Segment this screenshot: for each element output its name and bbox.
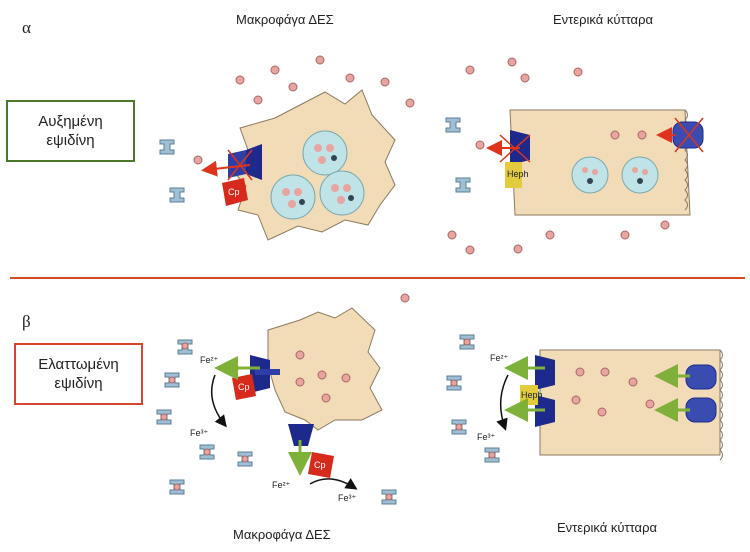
ferritin-granule-a1 (302, 130, 348, 176)
hepcidin-a3 (445, 117, 461, 133)
hephaestin-a (505, 162, 522, 188)
panel-b-condition-box: Ελαττωμένη εψιδίνη (14, 343, 143, 405)
ferritin-granule-a5 (621, 156, 659, 194)
hephaestin-label-a: Heph (507, 169, 529, 179)
ferroportin-b2 (288, 424, 314, 446)
ferroportin-b3 (535, 355, 555, 390)
hepcidin-a4 (455, 177, 471, 193)
panel-b-condition-line2: εψιδίνη (54, 375, 103, 392)
panel-a-macrophage-title: Μακροφάγα ΔΕΣ (236, 12, 334, 27)
panel-b-condition-line1: Ελαττωμένη (38, 355, 119, 373)
ferritin-granule-a3 (319, 170, 365, 216)
hephaestin-label-b: Heph (521, 390, 543, 400)
panel-b-macrophage-title: Μακροφάγα ΔΕΣ (233, 527, 331, 542)
ceruloplasmin-b1 (232, 374, 256, 400)
hepcidin-a1 (159, 139, 175, 155)
panel-a-condition-line2: εψιδίνη (46, 132, 95, 149)
dmt1-b1 (685, 364, 717, 390)
ion-fe2-label-b1: Fe²⁺ (200, 355, 219, 365)
ceruloplasmin-label-b2: Cp (314, 460, 326, 470)
ion-fe3-label-b2: Fe³⁺ (338, 493, 357, 503)
ceruloplasmin-b2 (308, 452, 334, 478)
dmt1-a (672, 121, 704, 149)
dmt1-b2 (685, 397, 717, 423)
ion-fe3-label-b3: Fe³⁺ (477, 432, 496, 442)
ferritin-granule-a2 (270, 174, 316, 220)
ion-fe2-label-b2: Fe²⁺ (272, 480, 291, 490)
panel-a-letter: α (22, 18, 31, 37)
ferritin-granule-a4 (571, 156, 609, 194)
ceruloplasmin-label-a: Cp (228, 187, 240, 197)
ion-fe2-label-b3: Fe²⁺ (490, 353, 509, 363)
panel-a-enterocyte-title: Εντερικά κύτταρα (553, 12, 653, 27)
macrophage-cell-b (267, 307, 383, 431)
hepcidin-a2 (169, 187, 185, 203)
ion-fe3-label-b1: Fe³⁺ (190, 428, 209, 438)
panel-b-letter: β (22, 312, 31, 331)
panel-b-enterocyte-title: Εντερικά κύτταρα (557, 520, 657, 535)
panel-a-condition-line1: Αυξημένη (38, 112, 103, 130)
ceruloplasmin-label-b1: Cp (238, 382, 250, 392)
ceruloplasmin-a (222, 178, 248, 206)
panel-a-condition-box: Αυξημένη εψιδίνη (6, 100, 135, 162)
